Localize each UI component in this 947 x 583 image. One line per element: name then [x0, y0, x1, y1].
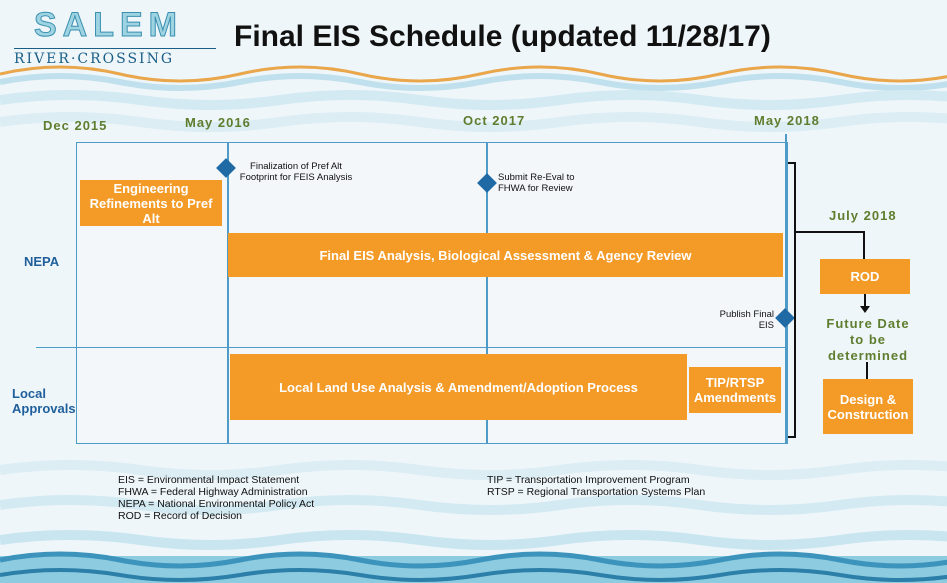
connector-to-rod [863, 231, 865, 259]
bar-design-construction: Design & Construction [823, 379, 913, 434]
logo-subtitle: RIVER·CROSSING [14, 48, 216, 67]
legend-item: ROD = Record of Decision [118, 510, 243, 522]
page-title: Final EIS Schedule (updated 11/28/17) [234, 20, 771, 53]
legend-item: NEPA = National Environmental Policy Act [118, 498, 315, 510]
arrow-head-icon [860, 306, 870, 313]
legend-item: RTSP = Regional Transportation Systems P… [487, 486, 706, 498]
bar-engineering-refinements: Engineering Refinements to Pref Alt [80, 180, 222, 226]
logo: SALEM [34, 6, 183, 45]
milestone-label-submit-re-eval: Submit Re-Eval to FHWA for Review [498, 172, 575, 194]
connector-future-to-design [866, 362, 868, 379]
bar-final-eis-analysis: Final EIS Analysis, Biological Assessmen… [228, 233, 783, 277]
row-label-nepa: NEPA [24, 254, 60, 269]
legend-item: FHWA = Federal Highway Administration [118, 486, 308, 498]
row-divider [36, 347, 788, 348]
milestone-label-publish-final-eis: Publish Final EIS [719, 309, 774, 331]
row-label-local-approvals: Local Approvals [12, 386, 76, 416]
future-date-text: Future Date to be determined [826, 316, 910, 363]
timeline-may-2018 [785, 134, 787, 444]
connector-bracket-to-rod [796, 231, 864, 233]
legend-right: TIP = Transportation Improvement Program… [487, 474, 705, 498]
bracket [788, 162, 796, 438]
bar-rod: ROD [820, 259, 910, 294]
timeline-oct-2017 [486, 142, 488, 444]
arrow-rod-to-future [864, 294, 866, 308]
date-dec-2015: Dec 2015 [43, 118, 108, 133]
legend-left: EIS = Environmental Impact Statement FHW… [118, 474, 314, 522]
legend-item: TIP = Transportation Improvement Program [487, 474, 690, 486]
date-oct-2017: Oct 2017 [463, 113, 526, 128]
legend-item: EIS = Environmental Impact Statement [118, 474, 300, 486]
date-may-2016: May 2016 [185, 115, 251, 130]
date-july-2018: July 2018 [829, 208, 897, 223]
timeline-may-2016 [227, 142, 229, 444]
date-may-2018: May 2018 [754, 113, 820, 128]
bar-local-land-use: Local Land Use Analysis & Amendment/Adop… [230, 354, 687, 420]
milestone-label-finalization: Finalization of Pref Alt Footprint for F… [239, 161, 353, 183]
bar-tip-rtsp: TIP/RTSP Amendments [689, 367, 781, 413]
